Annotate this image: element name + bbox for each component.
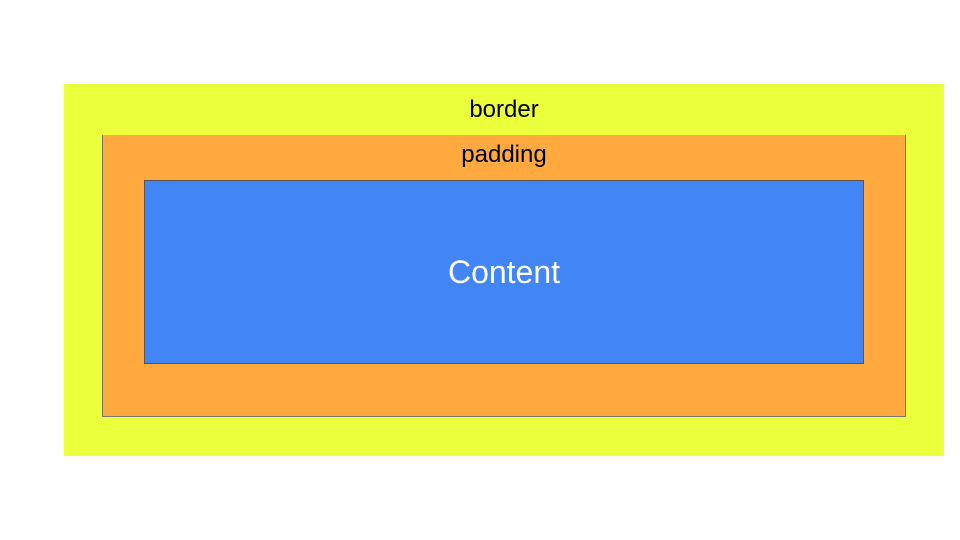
border-label: border (469, 96, 539, 123)
content-label: Content (447, 254, 561, 290)
content-layer: Content (144, 180, 864, 364)
padding-label: padding (461, 141, 547, 168)
